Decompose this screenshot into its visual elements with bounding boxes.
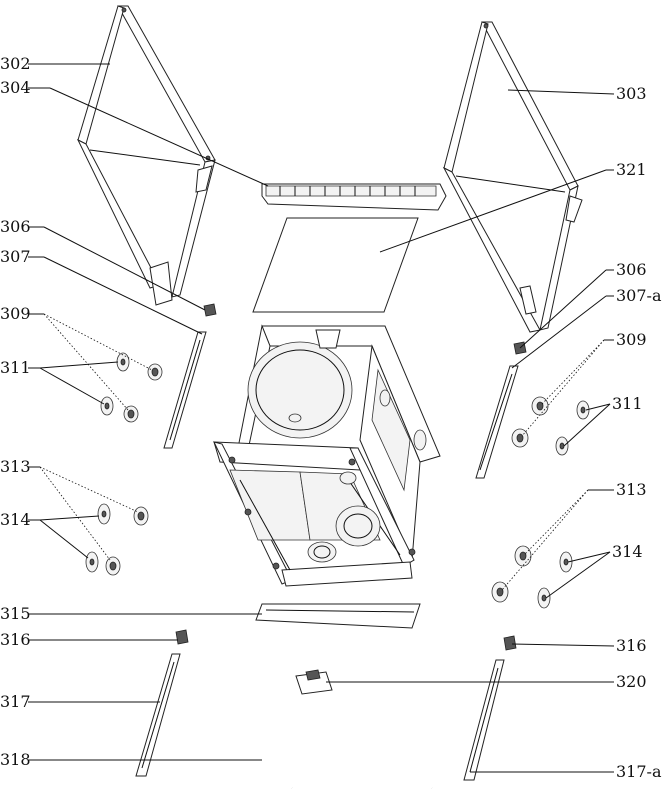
- part-311-left-wheel-1: [116, 352, 130, 372]
- label-309-left: 309: [0, 304, 31, 323]
- label-302: 302: [0, 54, 31, 73]
- part-316-right-clip: [503, 635, 517, 651]
- part-313-left-roller-2: [105, 556, 121, 576]
- part-314-left-foot-1: [97, 503, 111, 525]
- leader-lines: [28, 63, 615, 773]
- part-309-left-roller-2: [123, 405, 139, 423]
- label-321: 321: [616, 160, 647, 179]
- part-307a-right-rail: [475, 365, 519, 479]
- part-307-left-rail: [163, 331, 207, 449]
- label-306-right: 306: [616, 260, 647, 279]
- part-303-right-side-panel: [442, 21, 583, 333]
- part-309-right-roller-2: [511, 428, 529, 448]
- part-321-top-plate: [252, 217, 419, 313]
- part-316-left-clip: [175, 629, 189, 645]
- label-317a: 317-a: [616, 762, 662, 781]
- label-306-left: 306: [0, 217, 31, 236]
- part-314-right-foot-2: [537, 587, 551, 609]
- label-314-right: 314: [612, 542, 643, 561]
- part-labels: 302 304 306 307 309 311 313 314 315 316 …: [0, 54, 662, 781]
- label-304: 304: [0, 78, 31, 97]
- label-307: 307: [0, 247, 31, 266]
- label-318: 318: [0, 750, 31, 769]
- label-307a: 307-a: [616, 286, 662, 305]
- part-317-left-lower-rail: [135, 653, 181, 777]
- part-309-left-roller-1: [147, 363, 163, 381]
- label-313-right: 313: [616, 480, 647, 499]
- label-315: 315: [0, 604, 31, 623]
- part-311-right-wheel-1: [576, 400, 590, 420]
- part-309-right-roller-1: [531, 396, 549, 416]
- part-315-bottom-plate: [255, 603, 421, 629]
- label-311-right: 311: [612, 394, 643, 413]
- part-320-component: [295, 669, 333, 695]
- part-313-right-roller-1: [514, 545, 532, 567]
- part-306-left-bracket: [203, 303, 217, 317]
- label-303: 303: [616, 84, 647, 103]
- part-317a-right-lower-rail: [463, 659, 505, 781]
- label-316-left: 316: [0, 630, 31, 649]
- part-311-left-wheel-2: [100, 396, 114, 416]
- part-main-tub-body: [213, 324, 441, 587]
- label-309-right: 309: [616, 330, 647, 349]
- label-313-left: 313: [0, 457, 31, 476]
- part-314-right-foot-1: [559, 551, 573, 573]
- part-304-top-rail: [261, 183, 447, 211]
- label-317: 317: [0, 692, 31, 711]
- label-320: 320: [616, 672, 647, 691]
- part-311-right-wheel-2: [555, 436, 569, 456]
- label-314-left: 314: [0, 510, 31, 529]
- part-313-left-roller-1: [133, 506, 149, 526]
- label-311-left: 311: [0, 358, 31, 377]
- part-313-right-roller-2: [491, 581, 509, 603]
- label-316-right: 316: [616, 636, 647, 655]
- part-302-left-side-panel: [76, 5, 216, 306]
- part-314-left-foot-2: [85, 551, 99, 573]
- part-318-door-seal: [230, 653, 433, 789]
